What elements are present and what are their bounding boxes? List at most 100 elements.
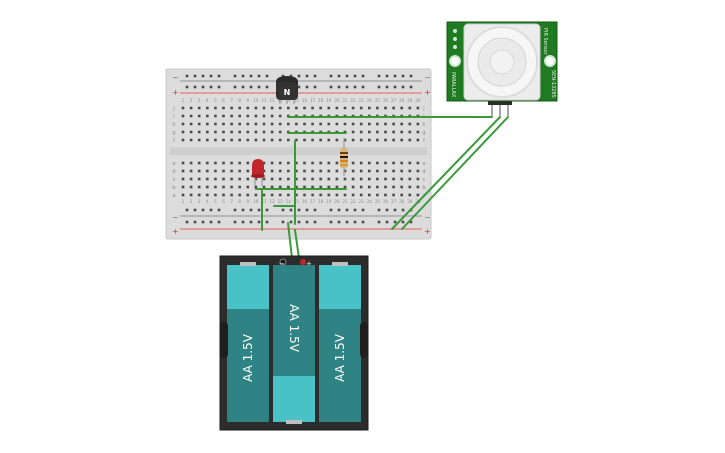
hole [214, 114, 217, 118]
hole [278, 161, 282, 165]
column-number: 11 [261, 98, 267, 103]
hole [409, 220, 413, 224]
battery-cell-1-label: AA 1.5V [241, 333, 255, 382]
hole [254, 106, 258, 110]
hole [246, 185, 250, 189]
battery-cell-2-label: AA 1.5V [287, 304, 301, 353]
hole [222, 169, 225, 173]
hole [295, 185, 298, 189]
hole [270, 161, 274, 165]
hole [297, 220, 301, 224]
hole [377, 74, 381, 78]
hole [246, 138, 250, 142]
hole [385, 220, 389, 224]
hole [270, 122, 274, 126]
column-number: 16 [302, 199, 308, 204]
hole [197, 138, 201, 142]
column-number: 16 [302, 98, 308, 103]
column-number: 26 [383, 199, 389, 204]
hole [181, 169, 185, 173]
hole [217, 85, 221, 89]
hole [319, 138, 322, 142]
hole [270, 114, 274, 118]
row-letter: f [423, 138, 425, 144]
column-number: 20 [334, 98, 340, 103]
hole [368, 130, 371, 134]
hole [209, 220, 213, 224]
column-number: 7 [230, 98, 233, 103]
hole [401, 220, 405, 224]
hole [230, 169, 233, 173]
column-number: 24 [367, 98, 373, 103]
row-letter: d [422, 169, 425, 175]
column-number: 7 [230, 199, 233, 204]
hole [329, 74, 333, 78]
hole [197, 169, 201, 173]
hole [197, 177, 201, 181]
hole [262, 138, 266, 142]
hole [393, 85, 397, 89]
hole [265, 74, 269, 78]
hole [262, 130, 266, 134]
hole [214, 106, 217, 110]
hole [408, 177, 412, 181]
hole [416, 161, 420, 165]
hole [393, 74, 397, 78]
hole [376, 138, 379, 142]
column-number: 20 [334, 199, 340, 204]
hole [392, 106, 395, 110]
hole [270, 177, 274, 181]
column-number: 14 [286, 98, 292, 103]
hole [359, 122, 363, 126]
column-number: 11 [261, 199, 267, 204]
column-number: 8 [238, 199, 241, 204]
hole [319, 177, 322, 181]
hole [384, 122, 387, 126]
hole [209, 74, 213, 78]
hole [368, 106, 371, 110]
hole [351, 185, 355, 189]
column-number: 4 [206, 199, 209, 204]
hole [313, 74, 317, 78]
hole [416, 106, 420, 110]
hole [254, 185, 258, 189]
hole [189, 169, 193, 173]
hole [335, 122, 339, 126]
hole [311, 106, 314, 110]
hole [303, 177, 306, 181]
row-letter: c [173, 177, 176, 183]
hole [343, 177, 347, 181]
hole [181, 138, 185, 142]
battery-cell-1: AA 1.5V [227, 262, 269, 422]
hole [311, 169, 314, 173]
hole [335, 161, 339, 165]
hole [278, 138, 282, 142]
hole [295, 138, 298, 142]
hole [189, 122, 193, 126]
hole [416, 122, 420, 126]
hole [197, 185, 201, 189]
hole [238, 169, 241, 173]
hole [181, 122, 185, 126]
hole [206, 193, 209, 197]
hole [206, 106, 209, 110]
battery-cell-3: AA 1.5V [319, 262, 361, 422]
hole [408, 161, 412, 165]
hole [246, 169, 250, 173]
hole [368, 177, 371, 181]
hole [287, 185, 290, 189]
hole [409, 74, 413, 78]
column-number: 25 [375, 98, 381, 103]
hole [368, 138, 371, 142]
hole [416, 193, 420, 197]
hole [209, 208, 213, 212]
hole [377, 220, 381, 224]
hole [230, 177, 233, 181]
hole [222, 161, 225, 165]
hole [281, 220, 285, 224]
hole [197, 114, 201, 118]
hole [230, 138, 233, 142]
hole [246, 161, 250, 165]
hole [351, 177, 355, 181]
hole [270, 169, 274, 173]
